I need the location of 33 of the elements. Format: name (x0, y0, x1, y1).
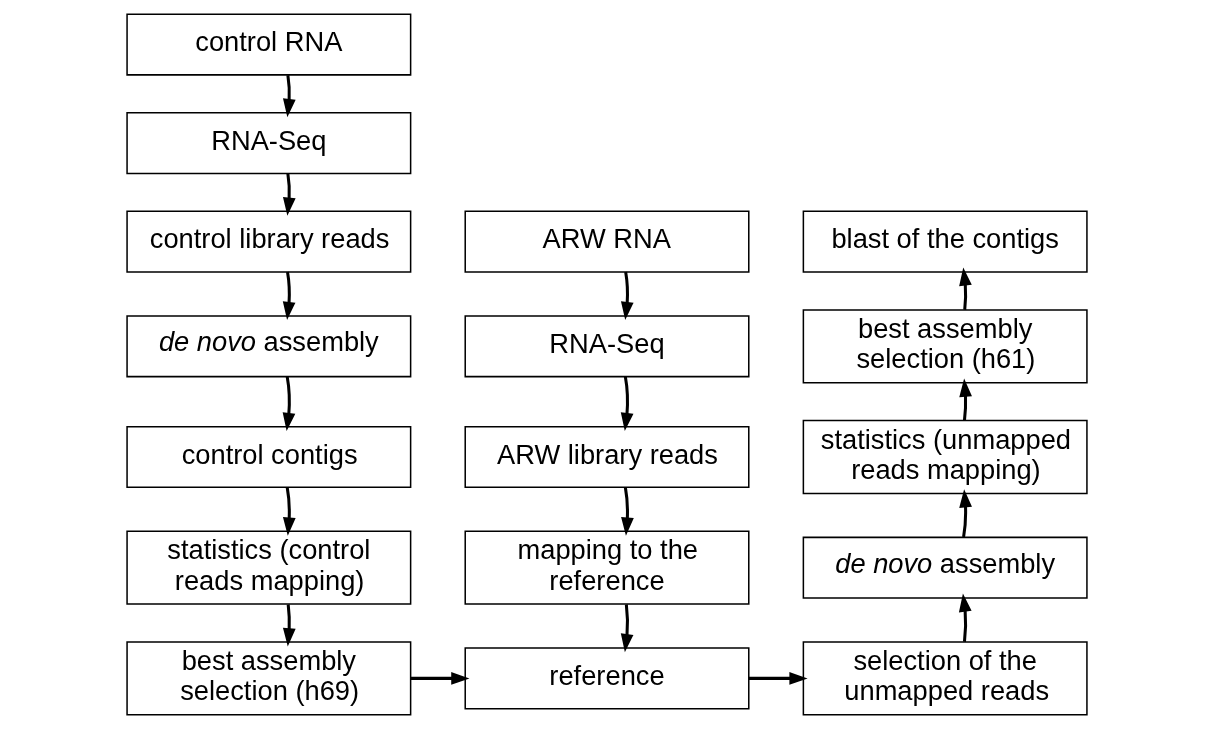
node-box: mapping to the reference (464, 530, 750, 605)
arrow (410, 672, 470, 685)
node-box: best assembly selection (h69) (126, 641, 412, 716)
arrow (959, 378, 972, 421)
node-box: blast of the contigs (802, 210, 1088, 273)
node-box: statistics (unmapped reads mapping) (802, 419, 1088, 495)
arrow (749, 672, 808, 685)
node-box: best assembly selection (h61) (802, 309, 1088, 384)
arrow (282, 376, 296, 432)
node-box: statistics (control reads mapping) (126, 530, 412, 605)
node-box: RNA-Seq (464, 315, 750, 378)
node-box: de novo assembly (802, 536, 1088, 599)
arrow (958, 593, 972, 642)
arrow (959, 267, 972, 310)
node-box: reference (464, 647, 750, 710)
node-box: control library reads (126, 210, 412, 273)
node-box: ARW RNA (464, 210, 750, 273)
arrow (282, 271, 296, 321)
arrow (282, 75, 296, 118)
arrow (282, 604, 296, 647)
arrow (620, 376, 634, 432)
arrow (620, 604, 634, 653)
node-box: control contigs (126, 425, 412, 489)
node-box: control RNA (126, 13, 412, 76)
node-box: ARW library reads (464, 425, 750, 489)
arrow (282, 487, 296, 536)
arrow (620, 271, 634, 321)
node-box: de novo assembly (126, 315, 412, 378)
node-box: selection of the unmapped reads (802, 641, 1088, 716)
arrow (621, 487, 634, 536)
arrow (959, 489, 972, 538)
node-box: RNA-Seq (126, 112, 412, 175)
arrow (282, 173, 296, 216)
